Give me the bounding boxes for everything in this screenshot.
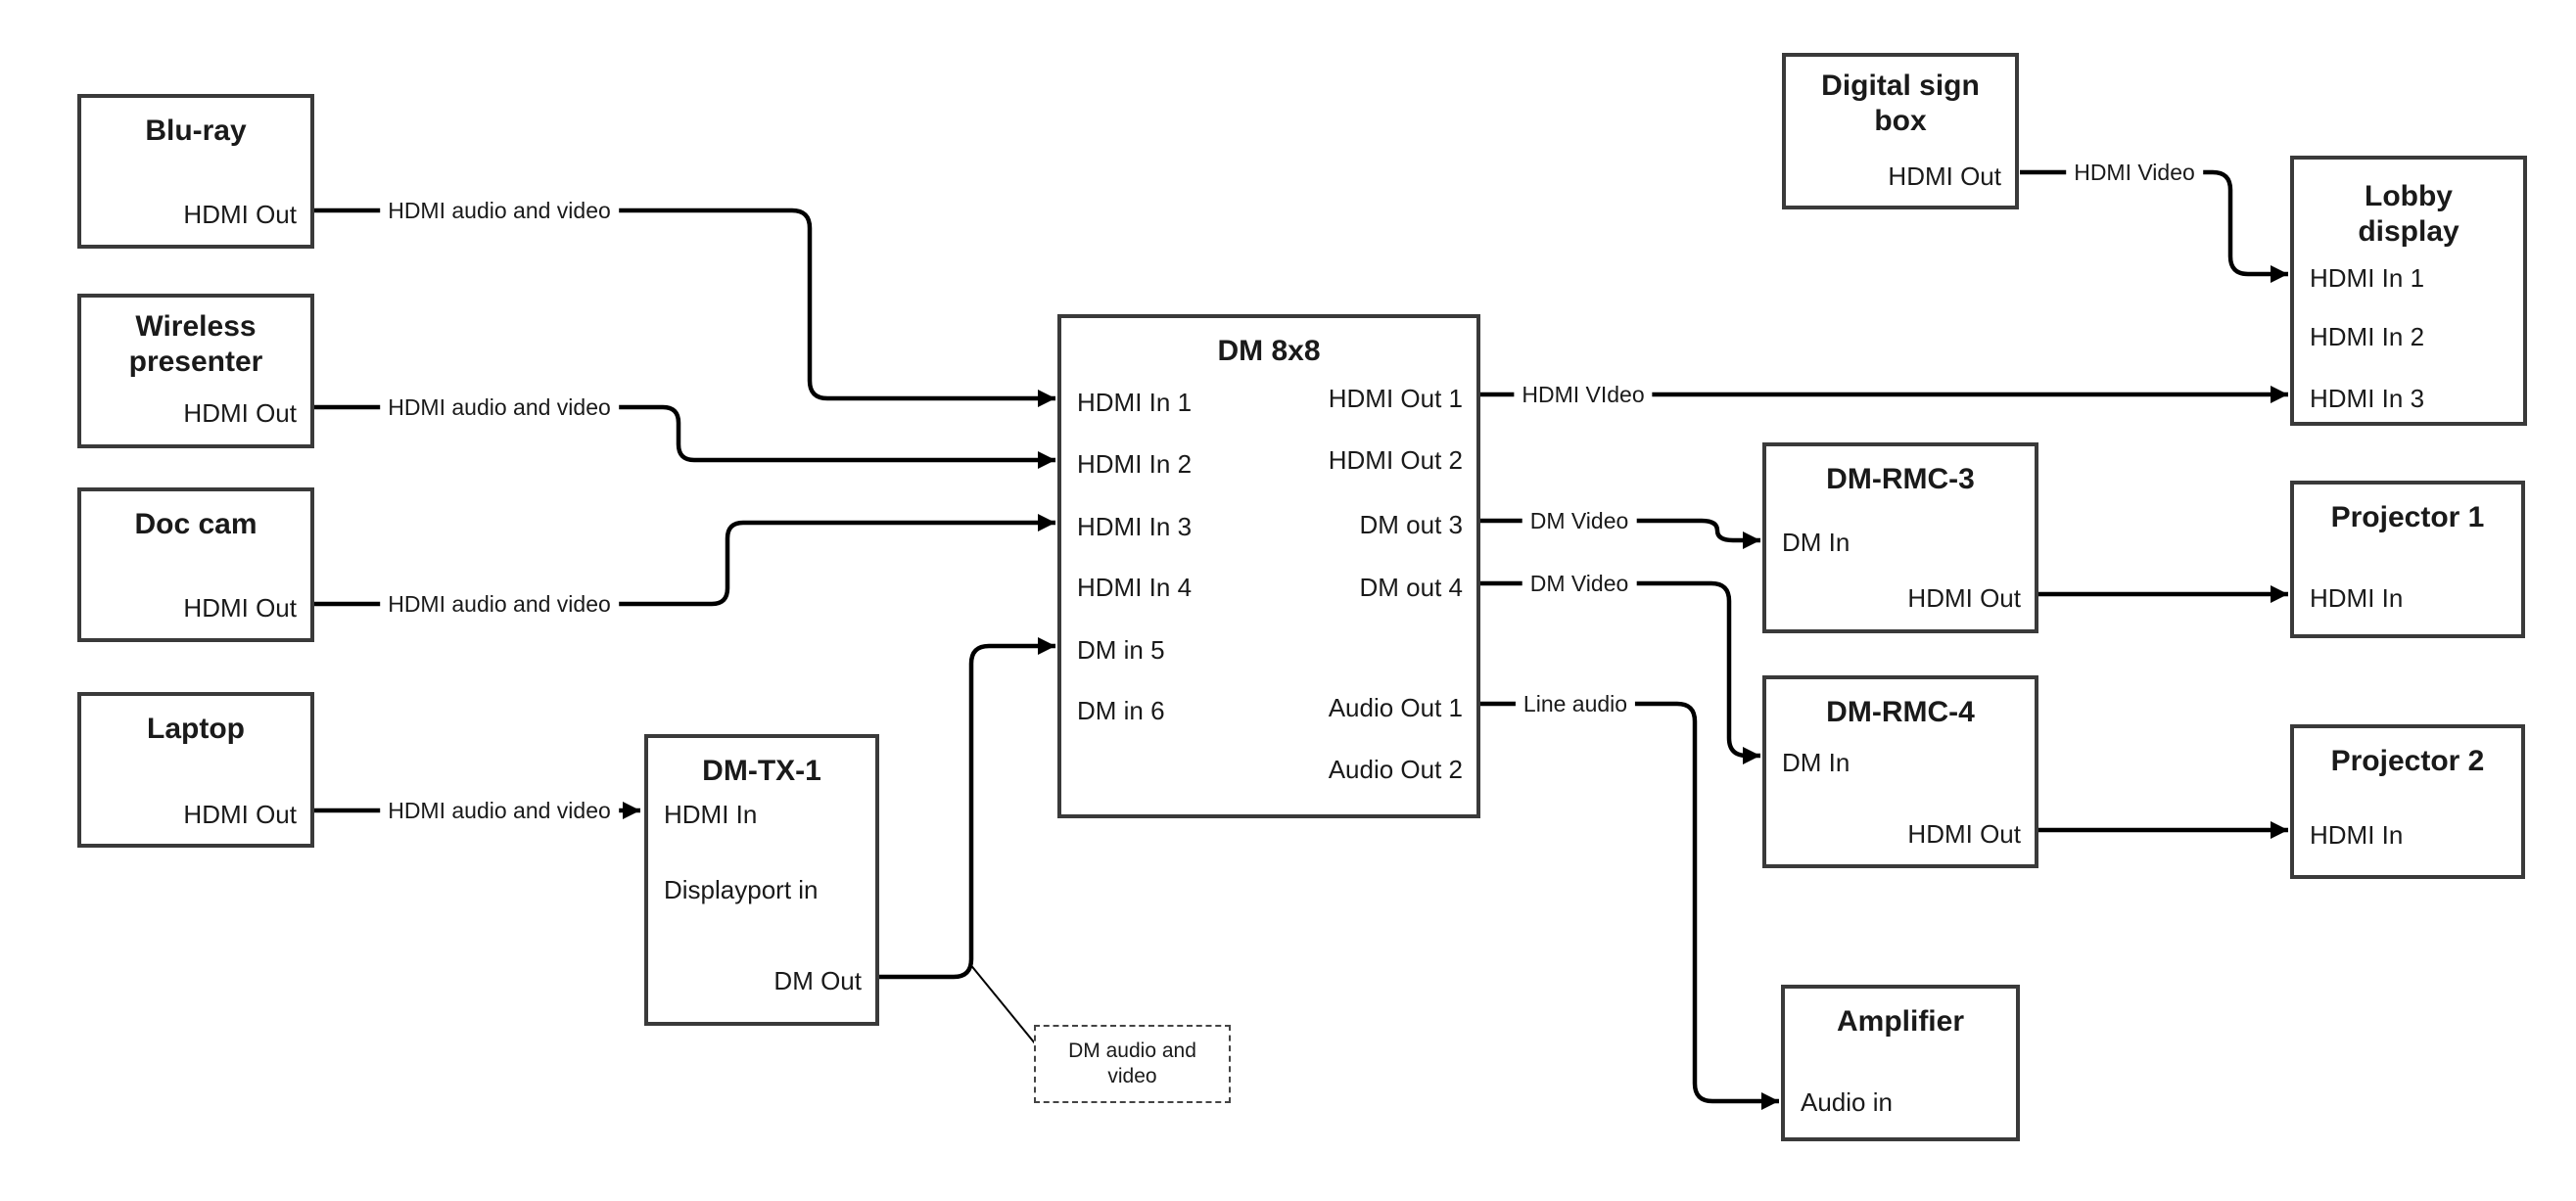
port-hdmi-in-2: HDMI In 2 — [2310, 322, 2425, 351]
node-title: DM-RMC-3 — [1826, 463, 1975, 495]
port-hdmi-in: HDMI In — [664, 800, 758, 829]
node-dm-8x8[interactable]: DM 8x8 HDMI In 1 HDMI In 2 HDMI In 3 HDM… — [1057, 314, 1480, 818]
port-hdmi-out: HDMI Out — [183, 398, 297, 428]
port-hdmi-out: HDMI Out — [183, 200, 297, 229]
node-projector-2[interactable]: Projector 2 HDMI In — [2290, 724, 2525, 879]
node-dm-rmc-4[interactable]: DM-RMC-4 DM In HDMI Out — [1762, 675, 2038, 868]
port-hdmi-out: HDMI Out — [1907, 819, 2021, 849]
wire-dm8x8-out4-to-rmc4 — [1480, 580, 1760, 764]
port-hdmi-in-3: HDMI In 3 — [2310, 384, 2425, 413]
node-doc-cam[interactable]: Doc cam HDMI Out — [77, 487, 314, 642]
port-hdmi-out: HDMI Out — [1907, 583, 2021, 613]
node-title: Projector 2 — [2330, 745, 2485, 777]
wire-label-hdmi-video-sign: HDMI Video — [2066, 159, 2203, 186]
node-wireless-presenter[interactable]: Wireless presenter HDMI Out — [77, 294, 314, 448]
node-title: Digital sign box — [1821, 69, 1980, 137]
port-dm-in: DM In — [1782, 528, 1850, 557]
port-hdmi-in: HDMI In — [2310, 583, 2404, 613]
node-title: Doc cam — [134, 508, 258, 540]
node-title: DM-RMC-4 — [1826, 696, 1975, 728]
callout-leader-line — [968, 962, 1036, 1044]
port-dm-in-6: DM in 6 — [1077, 696, 1165, 725]
wire-dm8x8-audio1-to-amp — [1480, 701, 1779, 1110]
wire-label-hdmi-av-wireless: HDMI audio and video — [380, 393, 619, 421]
wire-doccam-to-dm8x8-in3 — [314, 514, 1055, 607]
wire-label-dm-video-1: DM Video — [1522, 507, 1637, 534]
port-dm-in-5: DM in 5 — [1077, 635, 1165, 665]
port-hdmi-in-1: HDMI In 1 — [1077, 388, 1193, 417]
port-hdmi-in: HDMI In — [2310, 820, 2404, 850]
port-audio-out-2: Audio Out 2 — [1328, 755, 1463, 784]
node-dm-rmc-3[interactable]: DM-RMC-3 DM In HDMI Out — [1762, 442, 2038, 633]
node-digital-sign-box[interactable]: Digital sign box HDMI Out — [1782, 53, 2019, 209]
port-hdmi-out: HDMI Out — [183, 800, 297, 829]
wire-label-hdmi-av-laptop: HDMI audio and video — [380, 797, 619, 824]
port-hdmi-out-1: HDMI Out 1 — [1328, 384, 1463, 413]
node-projector-1[interactable]: Projector 1 HDMI In — [2290, 481, 2525, 638]
node-title: Amplifier — [1836, 1005, 1965, 1038]
wire-label-hdmi-video-out1: HDMI VIdeo — [1514, 381, 1653, 408]
callout-dm-audio-video[interactable]: DM audio and video — [1034, 1025, 1231, 1103]
node-dm-tx-1[interactable]: DM-TX-1 HDMI In Displayport in DM Out — [644, 734, 879, 1026]
port-hdmi-in-1: HDMI In 1 — [2310, 263, 2425, 293]
port-dm-out-3: DM out 3 — [1359, 510, 1464, 539]
node-amplifier[interactable]: Amplifier Audio in — [1781, 985, 2020, 1141]
wire-label-hdmi-av-doccam: HDMI audio and video — [380, 590, 619, 618]
port-hdmi-out: HDMI Out — [1888, 162, 2001, 191]
node-title: DM 8x8 — [1217, 335, 1321, 367]
node-title: DM-TX-1 — [702, 755, 821, 787]
wire-dm8x8-out3-to-rmc3 — [1480, 518, 1760, 549]
port-dm-in: DM In — [1782, 748, 1850, 777]
port-hdmi-out-2: HDMI Out 2 — [1328, 445, 1463, 475]
port-audio-in: Audio in — [1801, 1087, 1893, 1117]
node-title: Laptop — [147, 713, 245, 745]
node-laptop[interactable]: Laptop HDMI Out — [77, 692, 314, 848]
node-title: Wireless presenter — [128, 310, 263, 378]
wire-wireless-to-dm8x8-in2 — [314, 404, 1055, 469]
node-title: Projector 1 — [2330, 501, 2485, 533]
port-hdmi-in-2: HDMI In 2 — [1077, 449, 1193, 479]
wire-digitalsign-to-lobby-in1 — [2020, 169, 2288, 283]
wire-label-hdmi-av-bluray: HDMI audio and video — [380, 197, 619, 224]
node-title: Blu-ray — [145, 115, 247, 147]
wire-label-dm-video-2: DM Video — [1522, 570, 1637, 597]
node-bluray[interactable]: Blu-ray HDMI Out — [77, 94, 314, 249]
port-displayport-in: Displayport in — [664, 875, 819, 904]
wire-dmtx1-to-dm8x8-in5 — [879, 637, 1055, 980]
node-title: Lobby display — [2358, 180, 2459, 248]
callout-text: DM audio and video — [1068, 1039, 1196, 1087]
port-hdmi-out: HDMI Out — [183, 593, 297, 623]
port-dm-out: DM Out — [773, 966, 862, 995]
wire-bluray-to-dm8x8-in1 — [314, 208, 1055, 407]
node-lobby-display[interactable]: Lobby display HDMI In 1 HDMI In 2 HDMI I… — [2290, 156, 2527, 426]
port-dm-out-4: DM out 4 — [1359, 573, 1464, 602]
port-hdmi-in-3: HDMI In 3 — [1077, 512, 1193, 541]
wire-label-line-audio: Line audio — [1515, 690, 1636, 717]
port-audio-out-1: Audio Out 1 — [1328, 693, 1463, 722]
port-hdmi-in-4: HDMI In 4 — [1077, 573, 1193, 602]
